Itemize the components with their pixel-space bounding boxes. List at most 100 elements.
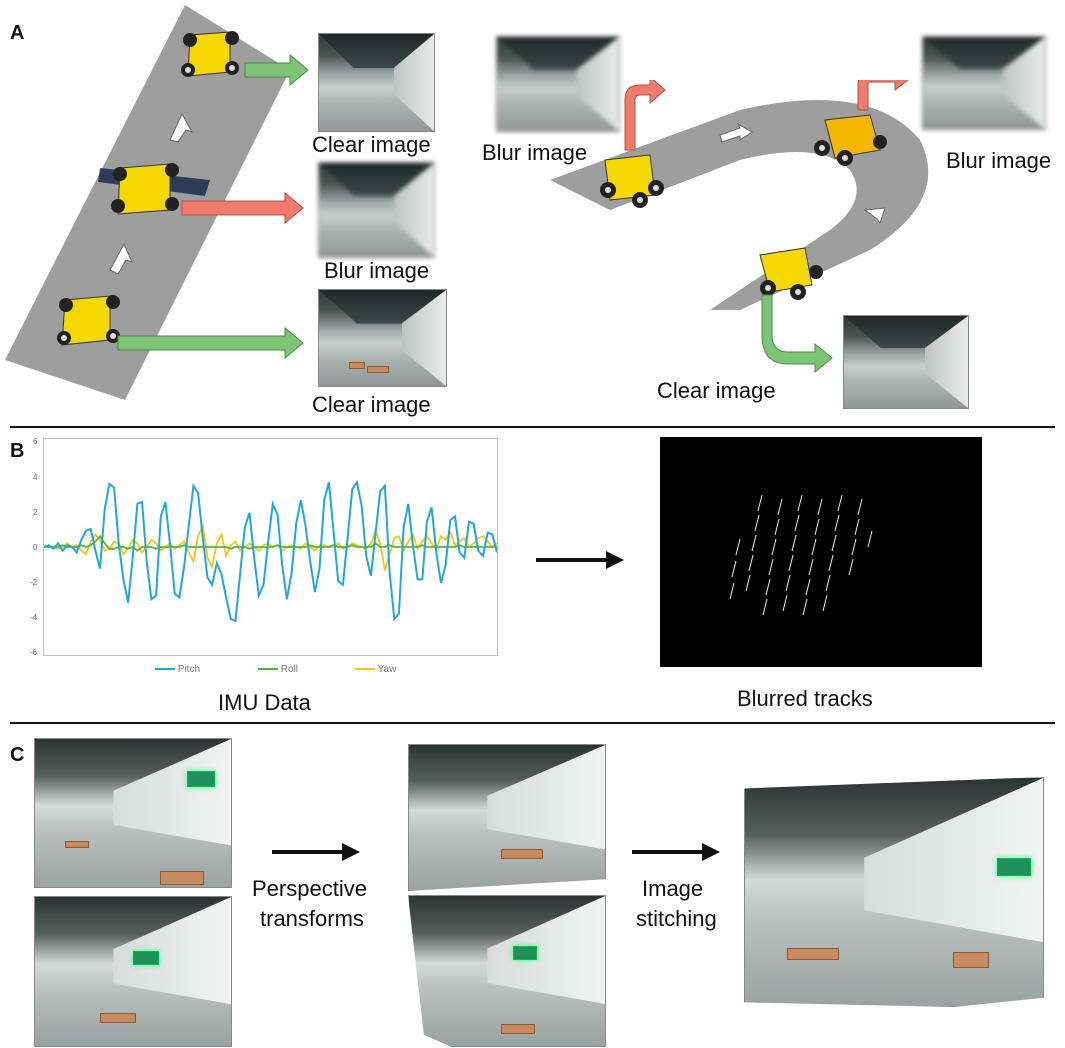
blur-track-streak — [729, 582, 735, 600]
robot-car-icon — [600, 154, 664, 208]
caption-blur-image: Blur image — [324, 258, 430, 283]
legend-swatch — [355, 668, 375, 671]
blur-track-streak — [788, 554, 794, 572]
curved-track-diagram — [550, 80, 929, 374]
blur-track-streak — [731, 560, 737, 578]
blur-track-streak — [748, 554, 754, 572]
blur-arrow-icon — [624, 80, 666, 151]
robot-car-icon — [98, 163, 210, 215]
brick — [501, 849, 543, 859]
blur-track-streak — [828, 554, 834, 572]
blur-track-streak — [808, 558, 814, 576]
imu-chart — [43, 438, 498, 656]
panel-b-label: B — [10, 440, 25, 462]
caption-blurred-tracks: Blurred tracks — [737, 686, 873, 711]
caption-stitching: stitching — [636, 906, 717, 931]
caption-clear-image: Clear image — [312, 132, 431, 157]
straight-track-diagram — [5, 5, 309, 400]
clear-image-photo — [318, 289, 447, 387]
caption-clear-image: Clear image — [312, 392, 431, 417]
panel-a-label: A — [10, 22, 25, 44]
blur-track-streak — [771, 538, 777, 556]
blur-track-streak — [785, 574, 791, 592]
blurred-tracks-plot — [729, 494, 873, 616]
legend-yaw: Yaw — [355, 664, 396, 675]
blur-track-streak — [762, 598, 768, 616]
y-tick-label: -2 — [30, 578, 38, 587]
blur-track-streak — [848, 558, 854, 576]
exit-sign — [187, 771, 215, 787]
blur-track-streak — [802, 598, 808, 616]
panel-c-label: C — [10, 744, 25, 766]
robot-car-icon — [759, 247, 823, 300]
forward-arrow-icon — [863, 207, 886, 225]
blur-track-streak — [797, 494, 803, 512]
caption-perspective: Perspective — [252, 876, 367, 901]
blur-image-photo — [922, 36, 1046, 130]
blur-track-streak — [831, 534, 837, 552]
blur-track-streak — [825, 574, 831, 592]
blur-track-streak — [774, 518, 780, 536]
robot-car-icon — [814, 114, 887, 166]
blur-track-streak — [768, 558, 774, 576]
blur-track-streak — [735, 538, 741, 556]
blur-track-streak — [805, 578, 811, 596]
legend-label: Pitch — [177, 664, 201, 675]
legend-roll: Roll — [258, 664, 298, 675]
caption-clear-image: Clear image — [657, 378, 776, 403]
blur-track-streak — [754, 514, 760, 532]
blur-track-streak — [777, 498, 783, 516]
blur-track-streak — [854, 518, 860, 536]
input-image-top — [34, 738, 232, 888]
blur-track-streak — [791, 534, 797, 552]
brick — [349, 362, 365, 369]
clear-image-photo — [318, 33, 435, 132]
blur-image-photo — [318, 162, 435, 258]
y-tick-label: 2 — [33, 508, 38, 517]
brick — [160, 871, 204, 885]
brick — [501, 1024, 535, 1034]
blur-track-streak — [857, 498, 863, 516]
y-tick-label: 0 — [33, 543, 38, 552]
blur-image-photo — [496, 36, 620, 132]
series-line-pitch — [43, 479, 498, 623]
brick — [100, 1013, 136, 1023]
y-tick-label: -4 — [30, 613, 38, 622]
caption-blur-image: Blur image — [482, 140, 588, 165]
brick — [953, 952, 989, 968]
forward-arrow-icon — [719, 122, 753, 143]
stitched-image — [744, 777, 1044, 1007]
legend-swatch — [258, 668, 278, 671]
caption-blur-image: Blur image — [946, 148, 1052, 173]
blur-track-streak — [794, 514, 800, 532]
y-tick-label: 6 — [33, 437, 38, 446]
clear-arrow-icon — [761, 294, 833, 374]
blur-track-streak — [745, 574, 751, 592]
blur-track-streak — [817, 498, 823, 516]
blur-track-streak — [837, 494, 843, 512]
blurred-tracks-image — [660, 437, 982, 667]
legend-label: Roll — [280, 664, 299, 675]
clear-image-photo — [843, 315, 969, 409]
blur-track-streak — [867, 530, 873, 548]
blur-arrow-icon — [857, 80, 909, 111]
caption-image: Image — [642, 876, 704, 901]
transformed-image-top — [408, 744, 606, 891]
section-divider — [10, 426, 1055, 428]
brick — [787, 948, 839, 960]
imu-chart-plot — [43, 479, 498, 623]
exit-sign — [133, 951, 159, 965]
exit-sign — [513, 946, 537, 960]
y-tick-label: -6 — [30, 648, 38, 657]
right-arrow-icon — [536, 551, 624, 569]
brick — [65, 841, 89, 848]
legend-swatch — [155, 668, 175, 671]
robot-car-icon — [57, 295, 120, 346]
robot-car-icon — [181, 31, 239, 77]
blur-track-streak — [782, 594, 788, 612]
blur-arrow-icon — [181, 191, 304, 225]
caption-transforms: transforms — [260, 906, 364, 931]
blur-track-streak — [814, 518, 820, 536]
blur-track-streak — [811, 538, 817, 556]
caption-imu-data: IMU Data — [218, 690, 311, 715]
